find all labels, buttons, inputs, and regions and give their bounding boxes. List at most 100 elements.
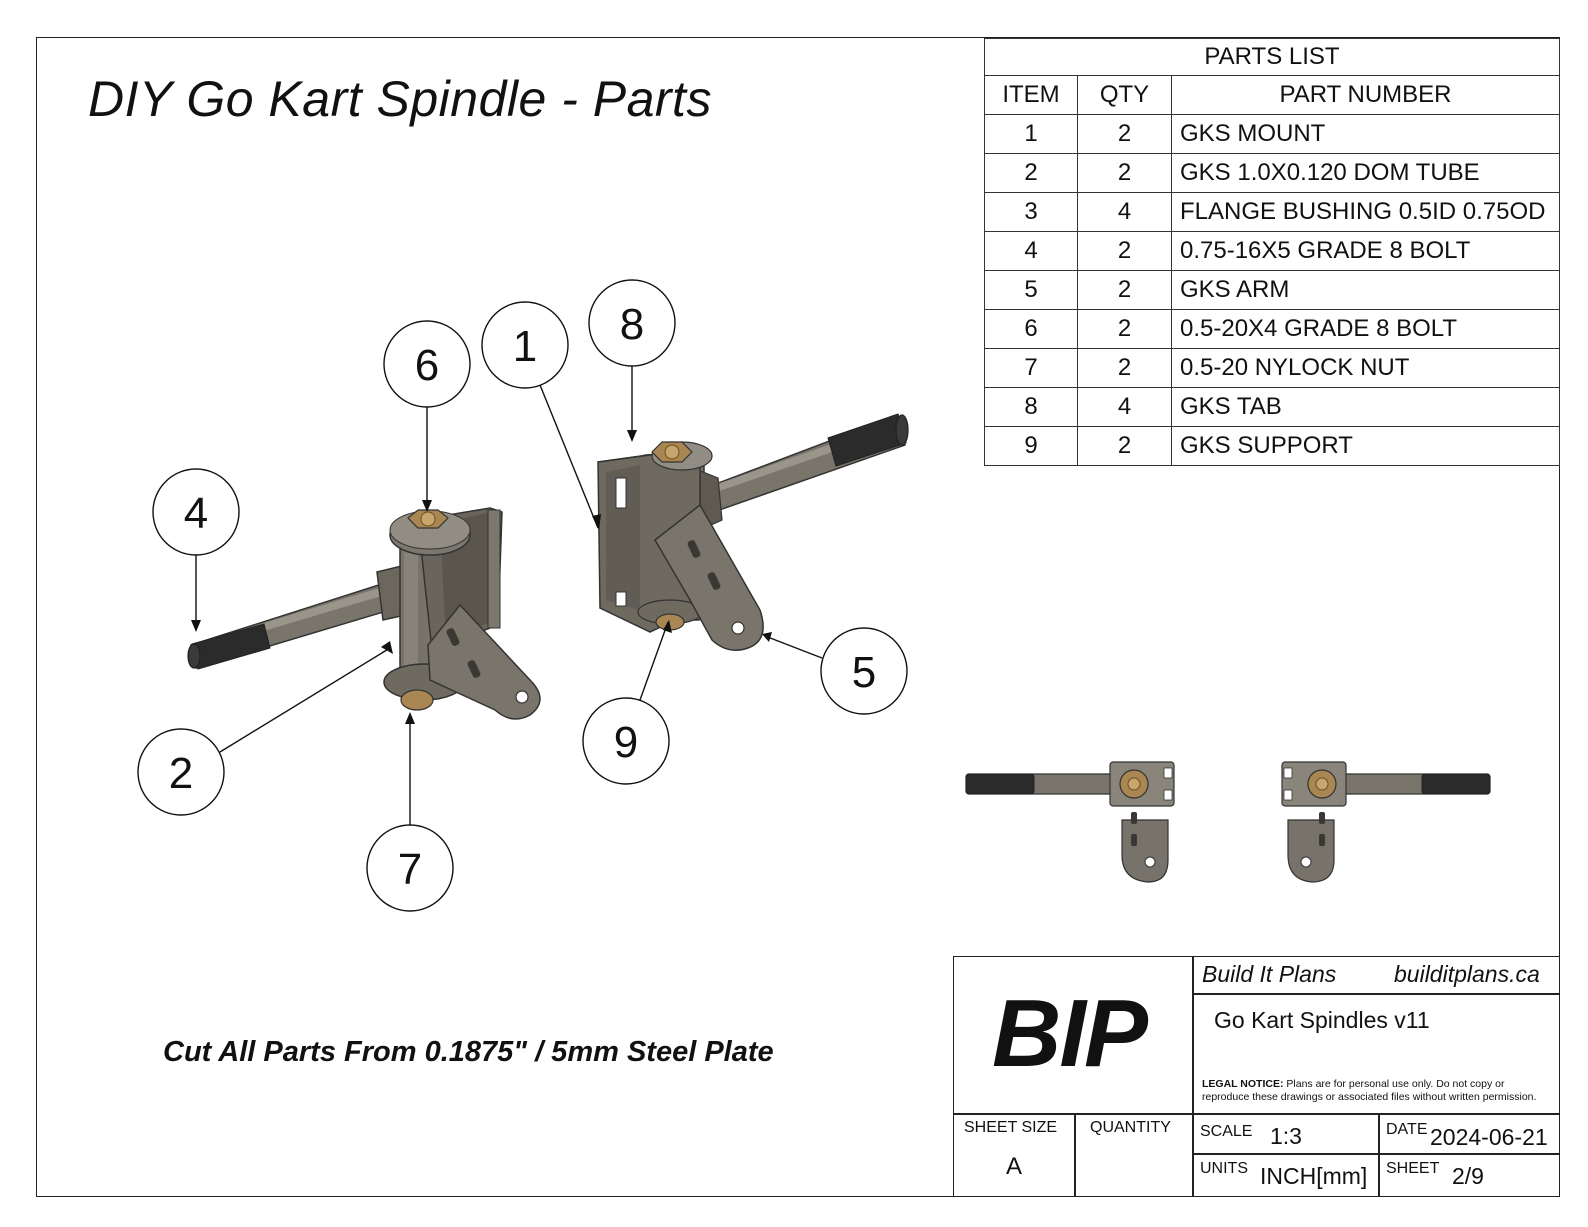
balloon-label-8: 8 (620, 300, 644, 349)
qty-cell: 2 (1077, 270, 1172, 310)
drawing-border (36, 37, 1560, 1197)
page-title: DIY Go Kart Spindle - Parts (88, 71, 712, 127)
balloon-label-9: 9 (614, 718, 638, 767)
leader-5 (764, 635, 823, 659)
balloon-label-2: 2 (169, 749, 193, 798)
units-label: UNITS (1200, 1160, 1248, 1177)
left-spindle-arm (427, 603, 541, 720)
parts-list-heading: PARTS LIST (984, 38, 1560, 76)
scale-label: SCALE (1200, 1123, 1253, 1140)
legal-notice: LEGAL NOTICE: Plans are for personal use… (1202, 1078, 1552, 1104)
date-value: 2024-06-21 (1430, 1124, 1548, 1150)
leader-1 (539, 384, 599, 529)
left-spindle-nut (400, 689, 434, 711)
part-number-cell: 0.5-20X4 GRADE 8 BOLT (1171, 309, 1560, 349)
left-spindle-bolt-head (407, 509, 449, 529)
balloon-label-7: 7 (398, 845, 422, 894)
qty-cell: 4 (1077, 387, 1172, 427)
balloon-7 (366, 824, 454, 912)
item-cell: 7 (984, 348, 1078, 388)
arrow-6 (422, 500, 432, 512)
balloon-9 (582, 697, 670, 785)
arrow-4 (191, 620, 201, 632)
sheet-size-value: A (1006, 1153, 1023, 1180)
qty-cell: 2 (1077, 426, 1172, 466)
balloon-4 (152, 468, 240, 556)
qty-cell: 2 (1077, 231, 1172, 271)
company-website: builditplans.ca (1394, 961, 1540, 987)
leader-9 (639, 621, 669, 701)
right-spindle-arm (654, 503, 764, 651)
qty-cell: 4 (1077, 192, 1172, 232)
left-spindle-bolt (187, 582, 391, 670)
item-cell: 2 (984, 153, 1078, 193)
arrow-8 (627, 430, 637, 442)
units-value: INCH[mm] (1260, 1163, 1368, 1189)
balloon-8 (588, 279, 676, 367)
column-item: ITEM (984, 75, 1078, 115)
balloon-labels: 4 6 1 8 2 7 9 5 (169, 300, 876, 894)
arrow-9 (663, 620, 672, 633)
balloon-label-1: 1 (513, 322, 537, 371)
part-number-cell: FLANGE BUSHING 0.5ID 0.75OD (1171, 192, 1560, 232)
qty-cell: 2 (1077, 114, 1172, 154)
qty-cell: 2 (1077, 309, 1172, 349)
balloon-5 (820, 627, 908, 715)
balloon-2 (137, 728, 225, 816)
scale-value: 1:3 (1270, 1123, 1302, 1149)
drawing-title: Go Kart Spindles v11 (1214, 1007, 1430, 1033)
part-number-cell: 0.5-20 NYLOCK NUT (1171, 348, 1560, 388)
right-spindle-bolt-head (651, 441, 693, 463)
balloon-circles (137, 279, 908, 912)
logo: BIP (992, 980, 1148, 1087)
arrow-7 (405, 712, 415, 724)
right-spindle (597, 413, 909, 651)
right-spindle-bolt (699, 413, 909, 516)
company-name: Build It Plans (1202, 961, 1337, 987)
arrow-1 (592, 514, 601, 530)
part-number-cell: 0.75-16X5 GRADE 8 BOLT (1171, 231, 1560, 271)
balloon-1 (481, 301, 569, 389)
top-view-right (1281, 761, 1491, 883)
leader-arrows (191, 430, 772, 724)
legal-notice-label: LEGAL NOTICE: (1202, 1078, 1284, 1090)
date-label: DATE (1386, 1121, 1428, 1138)
part-number-cell: GKS 1.0X0.120 DOM TUBE (1171, 153, 1560, 193)
qty-cell: 2 (1077, 153, 1172, 193)
part-number-cell: GKS TAB (1171, 387, 1560, 427)
leader-2 (219, 647, 391, 753)
balloon-label-4: 4 (184, 489, 208, 538)
sheet-value: 2/9 (1452, 1163, 1484, 1189)
sheet-size-label: SHEET SIZE (964, 1119, 1058, 1136)
quantity-label: QUANTITY (1090, 1119, 1171, 1136)
legal-notice-text: Plans are for personal use only. Do not … (1202, 1078, 1537, 1103)
title-block: BIP Build It Plans builditplans.ca Go Ka… (953, 956, 1560, 1197)
item-cell: 9 (984, 426, 1078, 466)
parts-list-heading-row: PARTS LIST (984, 38, 1560, 76)
balloon-label-5: 5 (852, 648, 876, 697)
right-spindle-mount (597, 447, 701, 633)
leader-lines (195, 366, 823, 826)
item-cell: 5 (984, 270, 1078, 310)
qty-cell: 2 (1077, 348, 1172, 388)
sheet-label: SHEET (1386, 1160, 1440, 1177)
arrow-2 (381, 641, 393, 654)
item-cell: 8 (984, 387, 1078, 427)
arrow-5 (762, 632, 772, 642)
balloon-6 (383, 320, 471, 408)
balloon-label-6: 6 (415, 341, 439, 390)
left-spindle (187, 507, 541, 720)
part-number-cell: GKS SUPPORT (1171, 426, 1560, 466)
top-view-left (965, 761, 1175, 883)
